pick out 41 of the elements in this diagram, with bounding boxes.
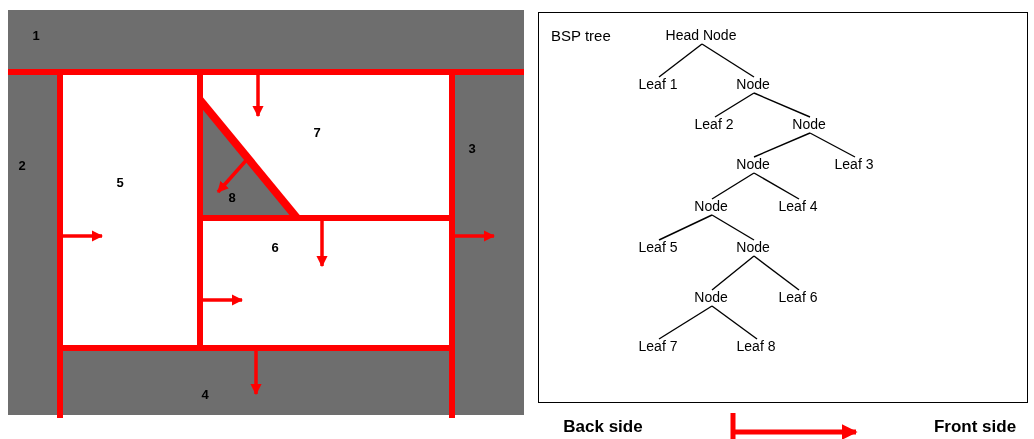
region-number: 4 [201,386,209,402]
tree-node-label: Node [736,76,770,92]
tree-node-label: Leaf 8 [736,338,776,354]
tree-branch-line [753,132,811,158]
tree-node-label: Node [792,116,826,132]
region-number: 5 [116,174,124,190]
region-number: 3 [468,140,476,156]
tree-branch-line [711,305,758,340]
region-number: 1 [32,27,40,43]
tree-node-label: Head Node [665,27,737,43]
tree-branch-line [753,255,800,291]
tree-branch-line [809,132,856,158]
tree-branch-line [753,92,811,118]
tree-node-label: Leaf 3 [834,156,874,172]
tree-node-label: Node [694,198,728,214]
side-label: Front side [933,417,1017,437]
tree-node-label: Node [694,289,728,305]
tree-title: BSP tree [551,27,611,44]
tree-node-label: Leaf 7 [638,338,678,354]
tree-branch-line [714,92,755,118]
tree-branch-line [711,255,755,291]
tree-node-label: Leaf 4 [778,198,818,214]
tree-node-label: Leaf 1 [638,76,678,92]
tree-node-label: Leaf 6 [778,289,818,305]
tree-branch-line [658,43,703,78]
region-number: 8 [228,189,236,205]
tree-branch-line [701,43,755,78]
tree-branch-line [711,172,755,200]
side-label: Back side [563,417,643,437]
tree-node-label: Node [736,156,770,172]
region-number: 7 [313,124,321,140]
tree-node-label: Node [736,239,770,255]
tree-node-label: Leaf 5 [638,239,678,255]
tree-node-label: Leaf 2 [694,116,734,132]
tree-branch-line [711,214,755,241]
region-number: 6 [271,239,279,255]
tree-branch-line [658,214,713,241]
tree-branch-line [658,305,713,340]
region-number: 2 [18,157,26,173]
tree-panel [538,12,1028,403]
tree-branch-line [753,172,800,200]
